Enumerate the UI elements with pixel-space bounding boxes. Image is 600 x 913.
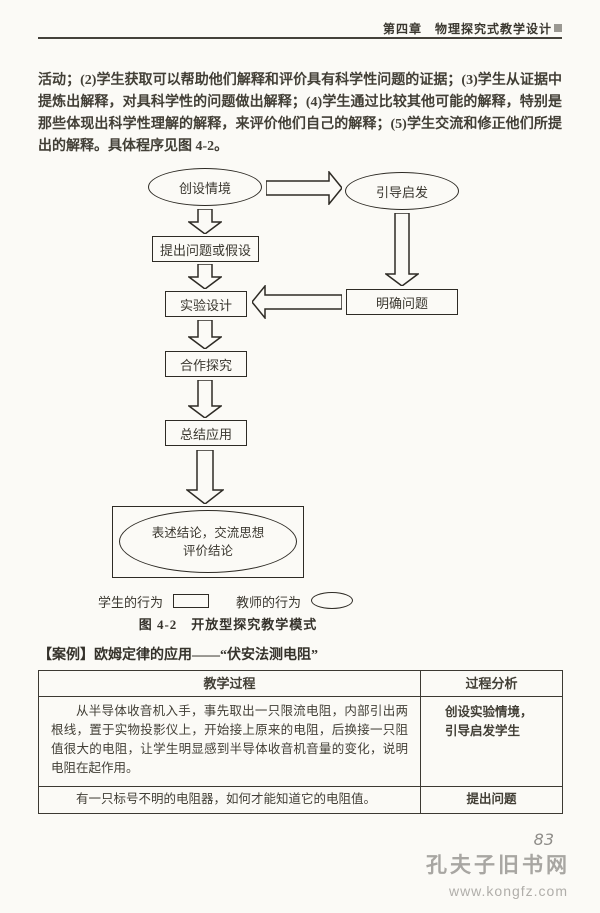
legend-student-label: 学生的行为 xyxy=(98,595,164,610)
arrow-down-icon xyxy=(186,450,224,504)
case-table: 教学过程 过程分析 从半导体收音机入手，事先取出一只限流电阻，内部引出两根线，置… xyxy=(38,670,563,814)
table-cell-process: 从半导体收音机入手，事先取出一只限流电阻，内部引出两根线，置于实物投影仪上，开始… xyxy=(38,696,421,787)
table-header-analysis: 过程分析 xyxy=(420,670,563,697)
watermark-site-name: 孔夫子旧书网 xyxy=(426,853,570,877)
flow-node-cooperative-inquiry: 合作探究 xyxy=(165,351,247,377)
flow-node-experiment-design: 实验设计 xyxy=(165,291,247,317)
table-header-row: 教学过程 过程分析 xyxy=(38,670,563,697)
table-cell-process: 有一只标号不明的电阻器，如何才能知道它的电阻值。 xyxy=(38,786,421,814)
watermark-site-url: www.kongfz.com xyxy=(448,883,568,899)
header-rule xyxy=(38,37,562,39)
handwritten-page-number: 83 xyxy=(533,830,554,849)
chapter-header: 第四章 物理探究式教学设计 xyxy=(382,22,552,36)
table-cell-analysis: 提出问题 xyxy=(420,786,563,814)
table-header-process: 教学过程 xyxy=(38,670,421,697)
arrow-left-icon xyxy=(252,285,342,319)
legend-teacher-label: 教师的行为 xyxy=(236,595,302,610)
table-cell-analysis: 创设实验情境，引导启发学生 xyxy=(420,696,563,787)
arrow-down-icon xyxy=(188,264,222,289)
flow-node-summary-application: 总结应用 xyxy=(165,420,247,446)
flow-node-propose-question: 提出问题或假设 xyxy=(152,236,259,262)
legend-rect-icon xyxy=(173,594,209,608)
flow-node-create-situation: 创设情境 xyxy=(148,168,262,206)
case-title: 【案例】欧姆定律的应用——“伏安法测电阻” xyxy=(38,648,318,663)
table-row: 有一只标号不明的电阻器，如何才能知道它的电阻值。 提出问题 xyxy=(38,786,563,814)
arrow-down-icon xyxy=(188,320,222,349)
arrow-down-icon xyxy=(385,213,419,286)
conclusion-line2: 评价结论 xyxy=(182,543,233,558)
arrow-down-icon xyxy=(188,380,222,418)
header-square-icon xyxy=(554,24,562,32)
conclusion-line1: 表述结论，交流思想 xyxy=(151,525,265,540)
body-paragraph: 活动；(2)学生获取可以帮助他们解释和评价具有科学性问题的证据；(3)学生从证据… xyxy=(38,73,562,154)
table-row: 从半导体收音机入手，事先取出一只限流电阻，内部引出两根线，置于实物投影仪上，开始… xyxy=(38,696,563,787)
figure-caption: 图 4-2 开放型探究教学模式 xyxy=(138,617,318,632)
arrow-down-icon xyxy=(188,209,222,234)
legend-ellipse-icon xyxy=(311,592,353,609)
flow-node-guide-inspire: 引导启发 xyxy=(345,172,459,210)
flow-node-clarify-question: 明确问题 xyxy=(346,289,458,315)
flow-node-conclusion: 表述结论，交流思想 评价结论 xyxy=(119,510,297,573)
arrow-right-icon xyxy=(266,171,342,205)
